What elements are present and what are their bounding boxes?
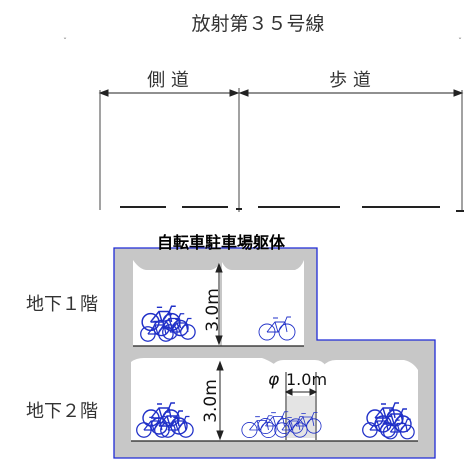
b2-room-left: [131, 358, 274, 441]
b2-height-label: 3.0m: [201, 379, 221, 423]
b2-height-dimension: [216, 360, 224, 441]
sidewalk-label: 側 道: [147, 70, 189, 91]
b1-height-label: 3.0m: [203, 288, 223, 332]
floor-label-b2: 地下２階: [26, 401, 98, 422]
corner-mark-left: ˇ: [63, 36, 67, 46]
corner-mark-right: ˇ: [458, 36, 462, 46]
b2-room-right: [323, 360, 418, 441]
road-section-lines: [99, 88, 463, 212]
diameter-symbol: φ: [268, 370, 280, 390]
shaft-diameter-label: 1.0m: [286, 370, 327, 389]
b1-height-dimension: [215, 262, 223, 346]
structure-label: 自転車駐車場躯体: [157, 233, 286, 252]
b1-room-right: [222, 260, 304, 346]
shaft-dimension: [284, 372, 318, 440]
road-dimension-line: [98, 89, 464, 97]
walkway-label: 歩 道: [329, 70, 371, 91]
diagram-title: 放射第３５号線: [191, 13, 324, 35]
floor-label-b1: 地下１階: [26, 294, 98, 315]
ground-surface-line: [120, 206, 464, 212]
